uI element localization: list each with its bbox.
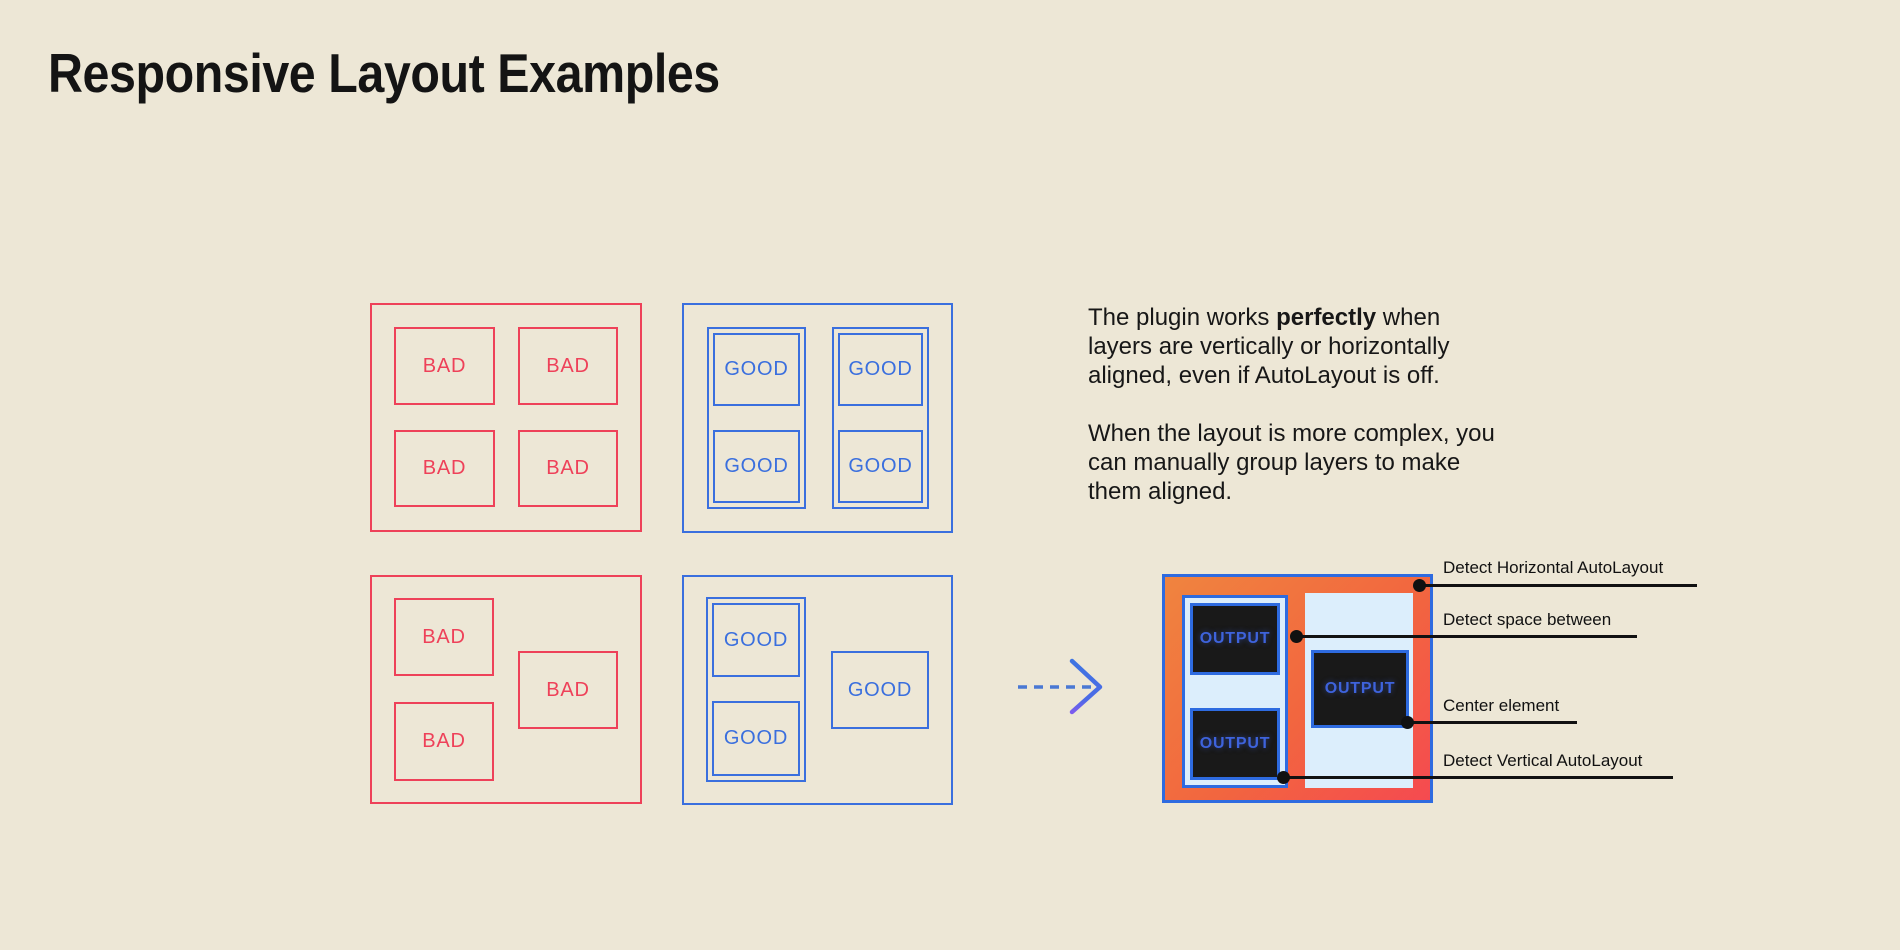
annotation-dot	[1413, 579, 1426, 592]
annotation-line	[1407, 721, 1577, 724]
good-group: GOOD GOOD	[832, 327, 929, 509]
description-paragraph-1-end: when layers are vertically or horizontal…	[1088, 304, 1450, 389]
bad-box-label: BAD	[422, 730, 466, 752]
bad-box: BAD	[394, 702, 494, 781]
bad-box: BAD	[518, 651, 618, 729]
good-group: GOOD GOOD	[706, 597, 806, 782]
good-box-label: GOOD	[848, 358, 913, 380]
bad-box: BAD	[394, 327, 495, 405]
arrow-icon	[1018, 658, 1103, 715]
annotation-label: Detect space between	[1443, 610, 1612, 629]
good-box-label: GOOD	[847, 678, 913, 701]
bad-box: BAD	[394, 430, 495, 507]
bad-box-label: BAD	[546, 678, 590, 701]
good-box-label: GOOD	[724, 455, 789, 477]
good-box-label: GOOD	[723, 727, 789, 749]
example-bad-free: BAD BAD BAD	[370, 575, 642, 804]
page-title: Responsive Layout Examples	[48, 42, 720, 104]
bad-box: BAD	[518, 430, 618, 507]
example-bad-grid: BAD BAD BAD BAD	[370, 303, 642, 532]
output-box-label: OUTPUT	[1199, 735, 1271, 752]
good-box: GOOD	[713, 333, 800, 406]
annotation-dot	[1401, 716, 1414, 729]
bad-box-label: BAD	[546, 354, 590, 377]
output-left-group: OUTPUT OUTPUT	[1182, 595, 1288, 788]
bad-box: BAD	[518, 327, 618, 405]
annotation-line	[1296, 635, 1637, 638]
annotation-label: Center element	[1443, 696, 1560, 715]
annotation-line	[1283, 776, 1673, 779]
good-box: GOOD	[838, 430, 923, 503]
good-group: GOOD GOOD	[707, 327, 806, 509]
good-box-label: GOOD	[848, 455, 913, 477]
description-paragraph-1-bold: perfectly	[1276, 304, 1377, 331]
good-box-single: GOOD	[831, 651, 929, 729]
good-box: GOOD	[712, 603, 800, 677]
good-box: GOOD	[838, 333, 923, 406]
bad-box: BAD	[394, 598, 494, 676]
annotation-label: Detect Vertical AutoLayout	[1443, 751, 1643, 770]
output-box: OUTPUT	[1190, 708, 1280, 780]
annotation-dot	[1277, 771, 1290, 784]
bad-box-label: BAD	[546, 457, 590, 479]
bad-box-label: BAD	[422, 354, 467, 377]
description-paragraph-1: The plugin works perfectly when layers a…	[1088, 303, 1558, 390]
output-center-box: OUTPUT	[1311, 650, 1409, 728]
annotation-dot	[1290, 630, 1303, 643]
annotation-line	[1419, 584, 1697, 587]
good-box: GOOD	[713, 430, 800, 503]
good-box-label: GOOD	[724, 358, 789, 380]
good-box-label: GOOD	[723, 628, 789, 651]
description-paragraph-2: When the layout is more complex, you can…	[1088, 420, 1495, 505]
example-good-grid: GOOD GOOD GOOD GOOD	[682, 303, 953, 533]
good-box: GOOD	[712, 701, 800, 776]
example-good-free: GOOD GOOD GOOD	[682, 575, 953, 805]
description-text: The plugin works perfectly when layers a…	[1088, 303, 1558, 535]
bad-box-label: BAD	[422, 457, 467, 479]
annotation-label: Detect Horizontal AutoLayout	[1443, 558, 1664, 577]
output-box-label: OUTPUT	[1324, 680, 1396, 697]
output-box-label: OUTPUT	[1199, 630, 1271, 647]
description-paragraph-1-start: The plugin works	[1088, 304, 1277, 331]
bad-box-label: BAD	[422, 625, 466, 648]
output-diagram: OUTPUT OUTPUT OUTPUT	[1162, 574, 1433, 803]
transform-arrow	[1008, 648, 1112, 726]
output-box: OUTPUT	[1190, 603, 1280, 675]
